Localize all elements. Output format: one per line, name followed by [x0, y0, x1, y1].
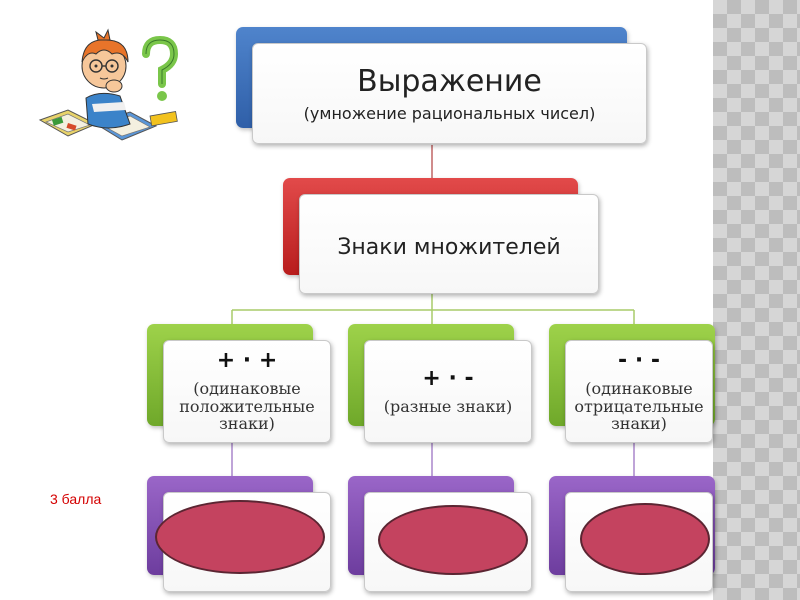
- expression-title: Выражение: [357, 63, 542, 99]
- factor-signs-label: Знаки множителей: [337, 234, 561, 260]
- case-description-line: (одинаковые: [193, 378, 301, 398]
- case-description-line: отрицательные: [574, 396, 704, 416]
- case-description-line: (одинаковые: [585, 378, 693, 398]
- case-signs: + · -: [422, 365, 474, 391]
- answer-ellipse[interactable]: [580, 503, 710, 575]
- checkered-background-strip: [713, 0, 800, 600]
- thinking-boy-with-books-icon: [38, 28, 179, 141]
- expression-card-body: Выражение (умножение рациональных чисел): [252, 43, 647, 144]
- case-description-line: знаки): [219, 414, 275, 434]
- answer-ellipse[interactable]: [155, 500, 325, 574]
- case-description: (разные знаки): [383, 396, 513, 416]
- case-description: (одинаковые отрицательные знаки): [574, 378, 704, 434]
- case-description-line: (разные знаки): [383, 396, 513, 416]
- score-label: 3 балла: [50, 491, 102, 507]
- answer-ellipse[interactable]: [378, 505, 528, 575]
- case-card-body: + · - (разные знаки): [364, 340, 532, 443]
- case-card-body: + · + (одинаковые положительные знаки): [163, 340, 331, 443]
- case-description-line: знаки): [611, 414, 667, 434]
- diagram-connectors: [231, 145, 635, 476]
- case-description-line: положительные: [179, 396, 315, 416]
- expression-subtitle: (умножение рациональных чисел): [303, 103, 596, 123]
- case-signs: + · +: [216, 347, 278, 373]
- case-description: (одинаковые положительные знаки): [179, 378, 315, 434]
- factor-signs-card-body: Знаки множителей: [299, 194, 599, 294]
- case-card-body: - · - (одинаковые отрицательные знаки): [565, 340, 713, 443]
- case-signs: - · -: [618, 347, 660, 373]
